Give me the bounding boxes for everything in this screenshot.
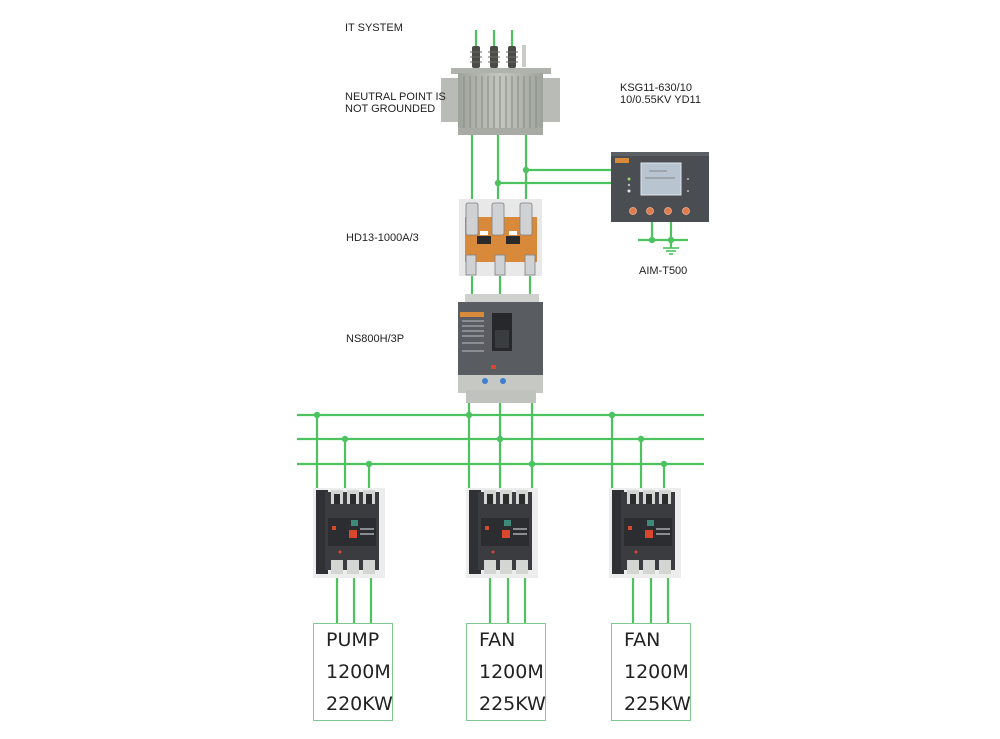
transformer-icon bbox=[441, 45, 560, 135]
knife-switch-icon bbox=[459, 199, 542, 276]
load-power: 220KW bbox=[326, 693, 393, 715]
load-box-fan-1: FAN 1200M 225KW bbox=[466, 623, 546, 721]
load-length: 1200M bbox=[479, 661, 544, 683]
load-box-pump: PUMP 1200M 220KW bbox=[313, 623, 393, 721]
junction-dot bbox=[637, 435, 645, 443]
monitor-model-label: AIM-T500 bbox=[639, 265, 688, 277]
junction-dot bbox=[667, 236, 675, 244]
ground-icon bbox=[663, 247, 679, 255]
load-length: 1200M bbox=[326, 661, 391, 683]
main-breaker-model-label: NS800H/3P bbox=[346, 333, 405, 345]
main-breaker-icon bbox=[458, 294, 543, 403]
junction-dot bbox=[528, 460, 536, 468]
monitor-button bbox=[664, 207, 672, 215]
system-label: IT SYSTEM bbox=[345, 22, 403, 34]
junction-dot bbox=[608, 411, 616, 419]
junction-dot bbox=[648, 236, 656, 244]
isolator-model-label: HD13-1000A/3 bbox=[346, 232, 419, 244]
insulation-monitor-icon bbox=[611, 152, 709, 222]
load-name: FAN bbox=[624, 629, 661, 651]
junction-dot bbox=[522, 166, 530, 174]
junction-dot bbox=[496, 435, 504, 443]
transformer-model-line1: KSG11-630/10 bbox=[620, 82, 692, 94]
feeder-breaker-icon bbox=[609, 488, 681, 578]
feeder-breaker-icon bbox=[313, 488, 385, 578]
load-name: FAN bbox=[479, 629, 516, 651]
junction-dot bbox=[465, 411, 473, 419]
neutral-label-line1: NEUTRAL POINT IS bbox=[345, 91, 446, 103]
neutral-label-line2: NOT GROUNDED bbox=[345, 103, 436, 115]
load-name: PUMP bbox=[326, 629, 380, 651]
junction-dot bbox=[660, 460, 668, 468]
wires bbox=[297, 30, 704, 624]
load-box-fan-2: FAN 1200M 225KW bbox=[611, 623, 691, 721]
junction-dot bbox=[365, 460, 373, 468]
monitor-button bbox=[646, 207, 654, 215]
feeder-breakers bbox=[313, 488, 681, 578]
load-power: 225KW bbox=[479, 693, 546, 715]
transformer-model-line2: 10/0.55KV YD11 bbox=[620, 94, 701, 106]
junction-dot bbox=[313, 411, 321, 419]
load-power: 225KW bbox=[624, 693, 691, 715]
junction-dots bbox=[313, 166, 675, 468]
monitor-button bbox=[629, 207, 637, 215]
feeder-breaker-icon bbox=[466, 488, 538, 578]
load-length: 1200M bbox=[624, 661, 689, 683]
junction-dot bbox=[494, 179, 502, 187]
monitor-button bbox=[682, 207, 690, 215]
junction-dot bbox=[341, 435, 349, 443]
